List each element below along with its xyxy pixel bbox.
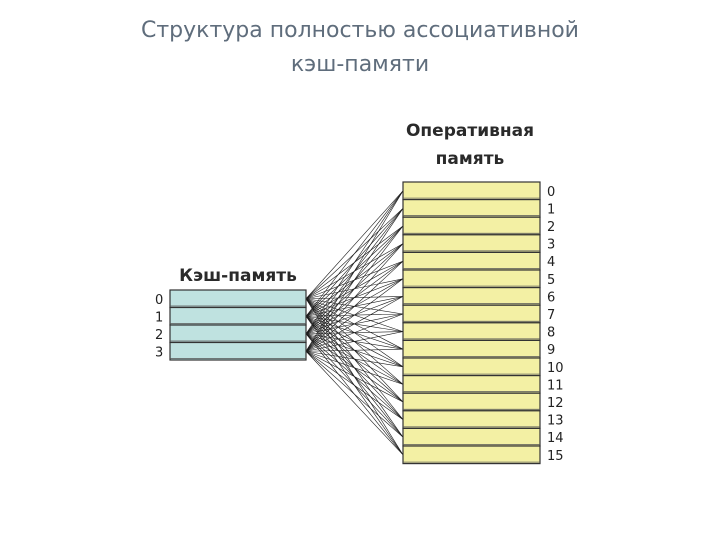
memory-block — [402, 251, 541, 271]
connection-line — [305, 348, 404, 352]
memory-block-number: 3 — [547, 238, 555, 253]
cache-lines: 0 1 2 3 — [155, 289, 307, 361]
memory-block — [402, 304, 541, 324]
memory-block — [402, 392, 541, 412]
cache-line-number: 0 — [155, 293, 163, 308]
memory-block — [402, 427, 541, 447]
memory-block — [402, 445, 541, 465]
cache-line-number: 1 — [155, 310, 163, 325]
memory-block-number: 12 — [547, 396, 564, 411]
memory-block-number: 11 — [547, 378, 564, 393]
cache-line-number: 3 — [155, 345, 163, 360]
cache-line — [169, 306, 307, 326]
connection-line — [305, 331, 404, 352]
memory-block-number: 13 — [547, 414, 564, 429]
memory-block — [402, 199, 541, 218]
connection-line — [305, 225, 404, 352]
cache-label: Кэш-память — [179, 266, 297, 286]
connection-line — [305, 313, 404, 352]
memory-block — [402, 269, 541, 289]
memory-label-line-1: Оперативная — [406, 121, 534, 141]
memory-block — [402, 181, 541, 201]
memory-block-number: 15 — [547, 449, 564, 464]
memory-block-number: 8 — [547, 326, 555, 341]
memory-block — [402, 339, 541, 359]
connection-line — [305, 350, 404, 368]
connection-line — [305, 190, 404, 317]
memory-block — [402, 216, 541, 236]
connection-line — [305, 351, 404, 456]
memory-block-number: 1 — [547, 202, 555, 217]
connection-line — [305, 278, 404, 352]
memory-block-number: 6 — [547, 290, 555, 305]
memory-block-number: 4 — [547, 255, 555, 270]
connection-lines — [305, 190, 404, 456]
connection-line — [305, 296, 404, 352]
memory-block — [402, 357, 541, 377]
title-line-2: кэш-памяти — [290, 52, 430, 77]
memory-block — [402, 375, 541, 394]
connection-line — [305, 351, 404, 438]
memory-block — [402, 234, 541, 254]
cache-line — [169, 289, 307, 309]
connection-line — [305, 208, 404, 352]
connection-line — [305, 190, 404, 299]
connection-line — [305, 190, 404, 352]
title-line-1: Структура полностью ассоциативной — [141, 18, 579, 43]
cache-line — [169, 324, 307, 344]
memory-block — [402, 322, 541, 341]
slide-title: Структура полностью ассоциативной кэш-па… — [0, 14, 720, 82]
cache-line-number: 2 — [155, 328, 163, 343]
memory-block-number: 7 — [547, 308, 555, 323]
connection-line — [305, 351, 404, 420]
memory-label-line-2: память — [436, 149, 505, 169]
memory-block-number: 0 — [547, 185, 555, 200]
memory-block-number: 5 — [547, 273, 555, 288]
memory-block-number: 14 — [547, 431, 564, 446]
memory-block-number: 10 — [547, 361, 564, 376]
memory-block-number: 9 — [547, 343, 555, 358]
memory-block — [402, 410, 541, 429]
connection-line — [305, 243, 404, 352]
connection-line — [305, 190, 404, 334]
connection-line — [305, 260, 404, 352]
cache-line — [169, 341, 307, 361]
connection-line — [305, 350, 404, 385]
memory-block — [402, 287, 541, 306]
connection-line — [305, 350, 404, 403]
memory-block-number: 2 — [547, 220, 555, 235]
